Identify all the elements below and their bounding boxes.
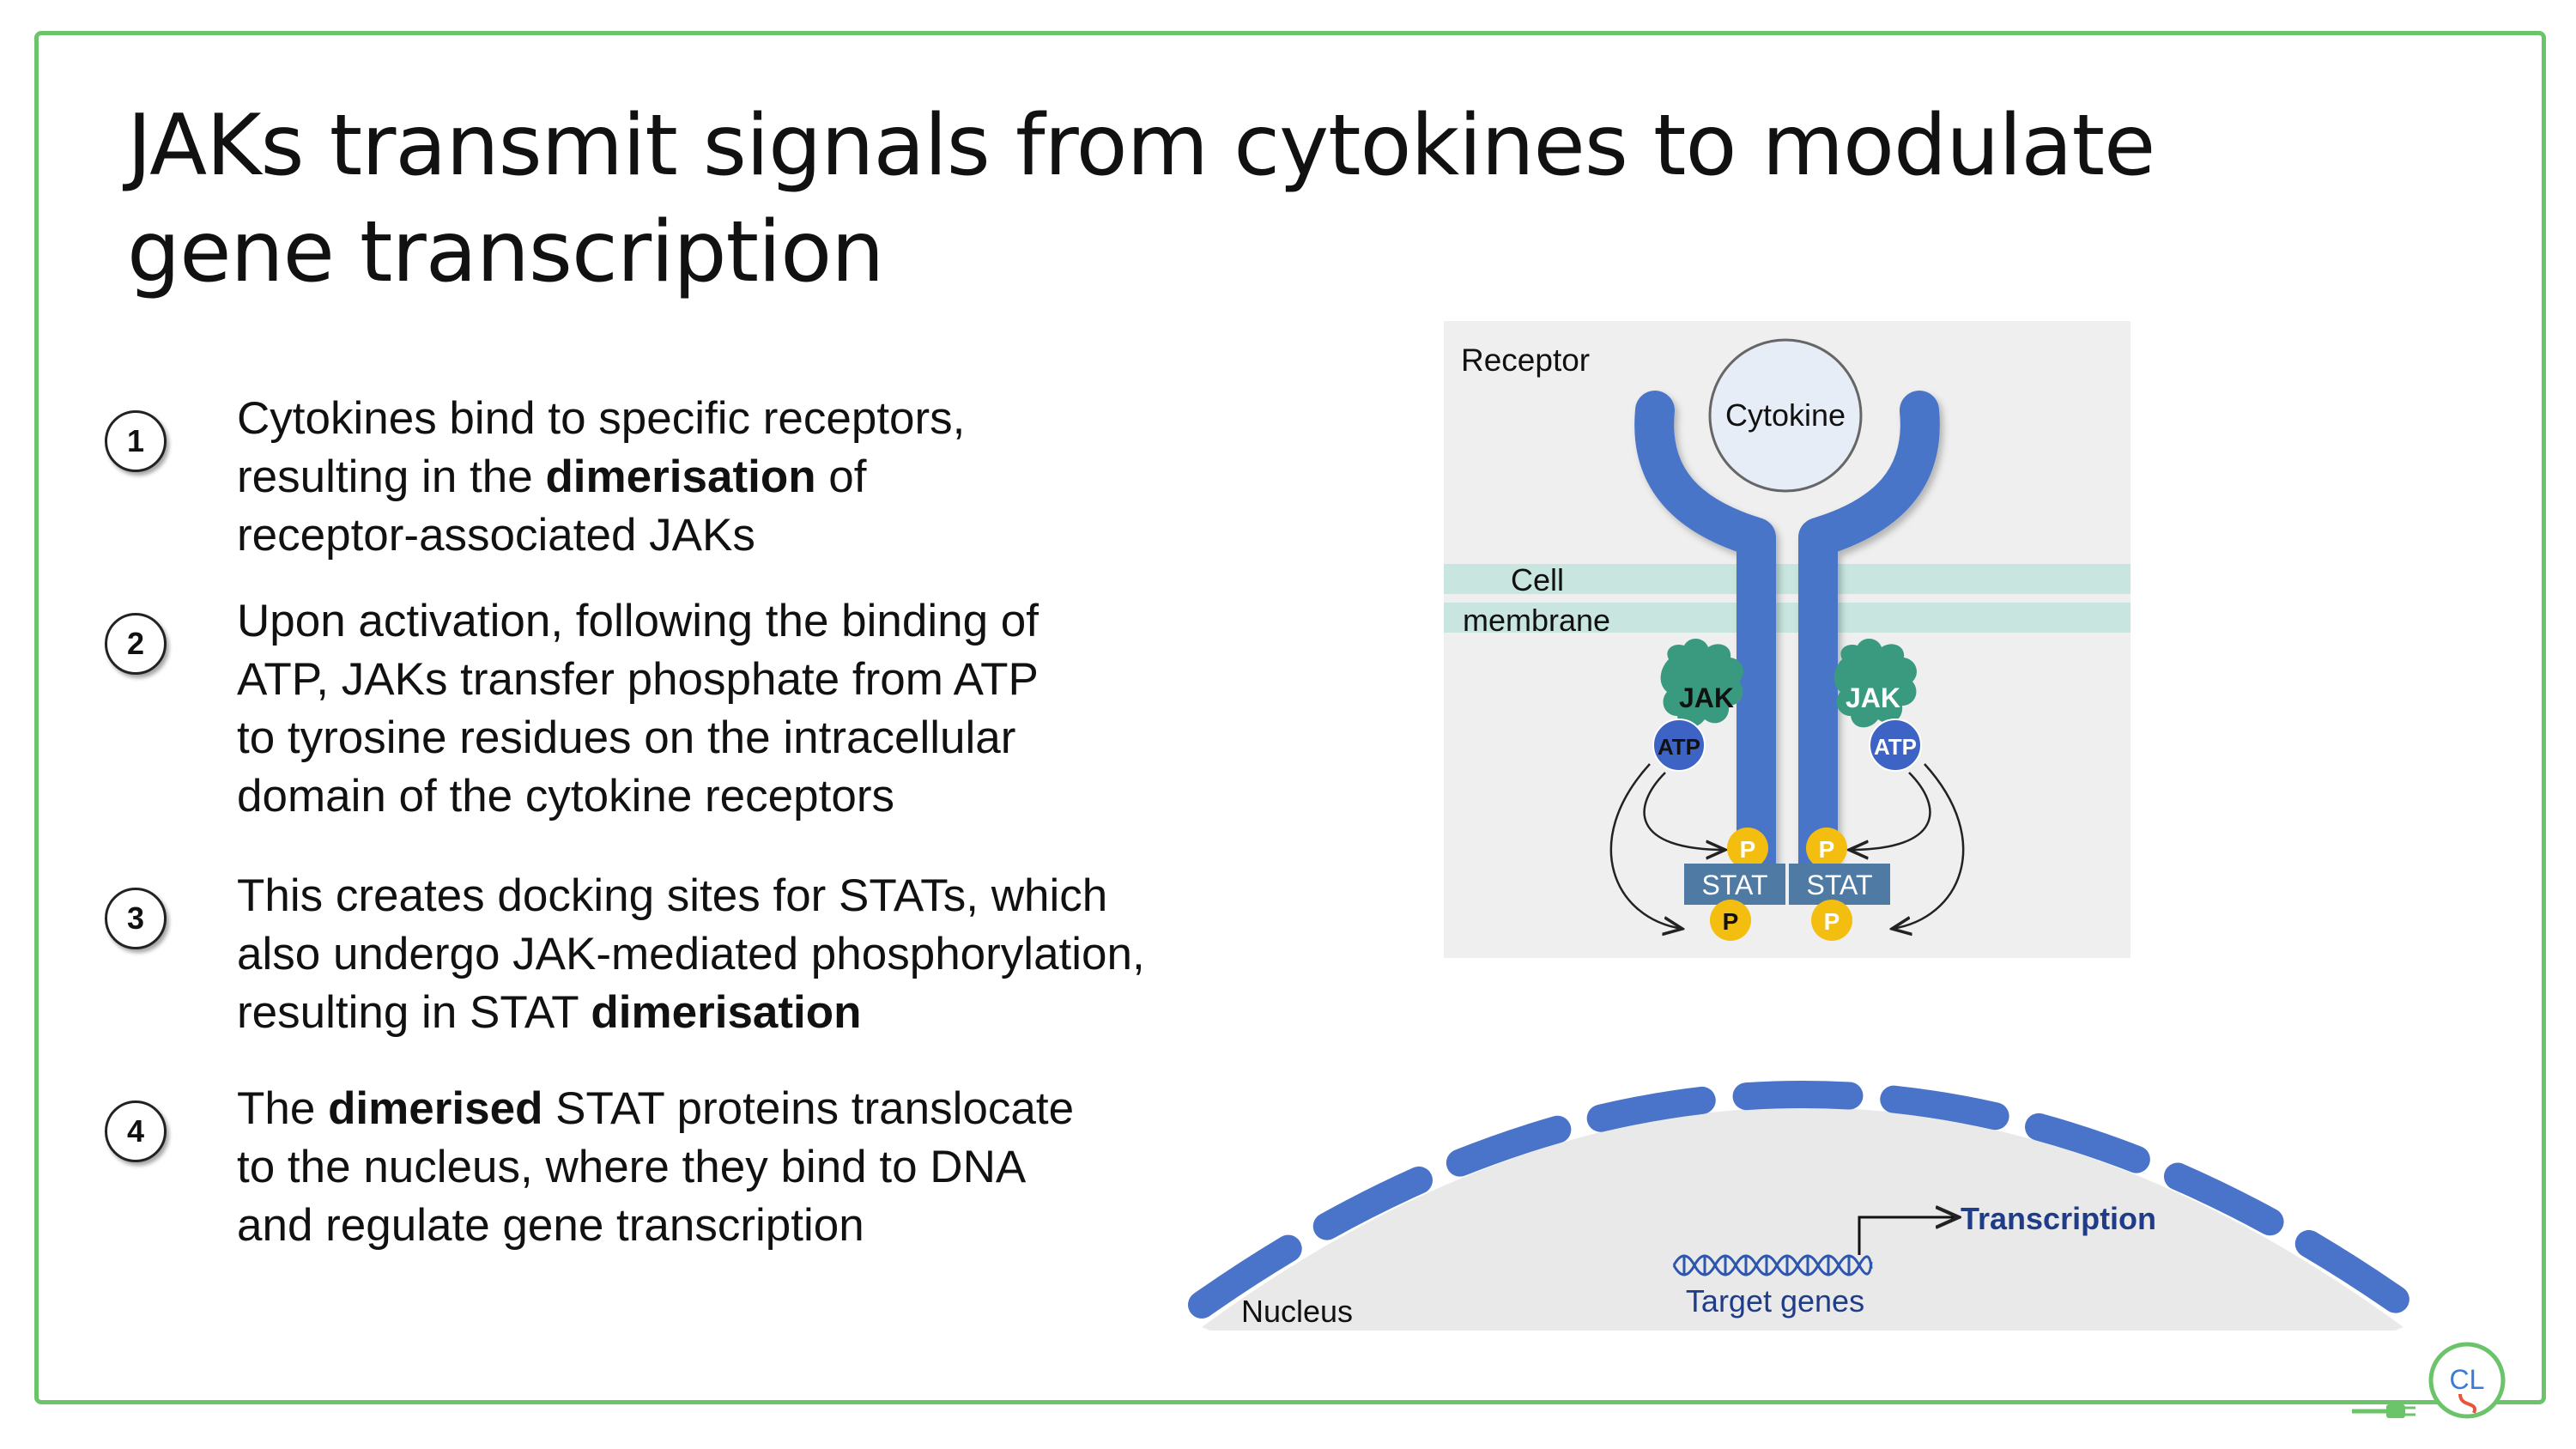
step-text-run: of [815,452,867,502]
step-text: The dimerised STAT proteins translocate t… [237,1080,1318,1255]
step-text-run: This creates docking sites for STATs, wh… [237,870,1108,921]
step-number-badge: 2 [105,613,167,675]
slide-title: JAKs transmit signals from cytokines to … [127,93,2273,306]
phosphate-label: P [1723,908,1739,935]
step-text-run: domain of the cytokine receptors [237,771,894,822]
step-text-run: to the nucleus, where they bind to DNA [237,1142,1027,1192]
atp-right-label: ATP [1874,734,1917,760]
cytokine-label: Cytokine [1725,397,1846,433]
arrow-atp-to-stat-left [1609,763,1682,929]
atp-left-label: ATP [1658,734,1700,760]
step-text-bold: dimerised [328,1083,543,1134]
title-line-1: JAKs transmit signals from cytokines to … [127,97,2155,195]
step-text-run: also undergo JAK-mediated phosphorylatio… [237,929,1145,979]
title-line-2: gene transcription [127,203,884,301]
receptor-label: Receptor [1461,343,1590,378]
atp-left-icon [1652,718,1706,772]
step-text-run: The [237,1083,329,1134]
phosphate-label: P [1740,836,1756,863]
receptor-chain-left [1634,391,1776,887]
jak-right-icon [1834,638,1917,728]
nucleus-label: Nucleus [1241,1294,1353,1329]
step-text: This creates docking sites for STATs, wh… [237,867,1318,1042]
step-text-run: resulting in the [237,452,546,502]
transcription-label: Transcription [1961,1201,2156,1236]
step-text-run: resulting in STAT [237,987,591,1038]
phosphate-receptor-left-icon [1727,828,1768,869]
step-text-run: STAT proteins translocate [542,1083,1075,1134]
phosphate-stat-right-icon [1811,900,1852,941]
arrow-atp-to-stat-right [1892,763,1965,929]
jak-left-icon [1660,638,1743,728]
membrane-label-line-1: Cell [1511,562,1564,597]
step-number-badge: 4 [105,1100,167,1162]
atp-right-icon [1869,718,1922,772]
step-text: Cytokines bind to specific receptors, res… [237,390,1318,565]
arrow-atp-to-receptor-left [1643,772,1725,850]
slide-frame [34,31,2546,1404]
stat-right-label: STAT [1806,870,1872,900]
step-text-run: receptor-associated JAKs [237,510,755,561]
transcription-arrow [1858,1217,1959,1255]
step-text: Upon activation, following the binding o… [237,592,1318,826]
membrane-band-bottom [1444,603,2131,633]
jak-left-label: JAK [1679,682,1734,713]
receptor-chain-right [1798,391,1940,887]
step-text-bold: dimerisation [591,987,862,1038]
stat-right-box [1789,864,1890,905]
phosphate-stat-left-icon [1710,900,1751,941]
nuclear-envelope [1188,1081,2417,1319]
nucleus-body [1202,1107,2403,1331]
stat-left-label: STAT [1701,870,1767,900]
arrow-atp-to-receptor-right [1849,772,1931,850]
phosphate-receptor-right-icon [1806,828,1847,869]
step-text-run: Cytokines bind to specific receptors, [237,393,966,444]
membrane-label-line-2: membrane [1463,603,1610,638]
receptor-dimer [1634,391,1940,887]
step-text-run: Upon activation, following the binding o… [237,596,1039,646]
phosphate-label: P [1824,908,1840,935]
phosphate-label: P [1819,836,1835,863]
cl-logo: CL [2428,1342,2506,1419]
plug-icon [2352,1404,2415,1418]
step-number-badge: 3 [105,888,167,949]
jak-right-label: JAK [1846,682,1900,713]
step-text-run: to tyrosine residues on the intracellula… [237,712,1016,763]
stat-left-box [1684,864,1785,905]
cytokine-circle [1708,338,1863,493]
step-text-run: ATP, JAKs transfer phosphate from ATP [237,654,1039,705]
target-genes-label: Target genes [1686,1283,1864,1319]
membrane-band-top [1444,564,2131,594]
step-text-bold: dimerisation [545,452,816,502]
dna-helix-icon [1672,1254,1873,1276]
step-text-run: and regulate gene transcription [237,1200,864,1251]
step-number-badge: 1 [105,410,167,472]
logo-text: CL [2450,1364,2485,1395]
